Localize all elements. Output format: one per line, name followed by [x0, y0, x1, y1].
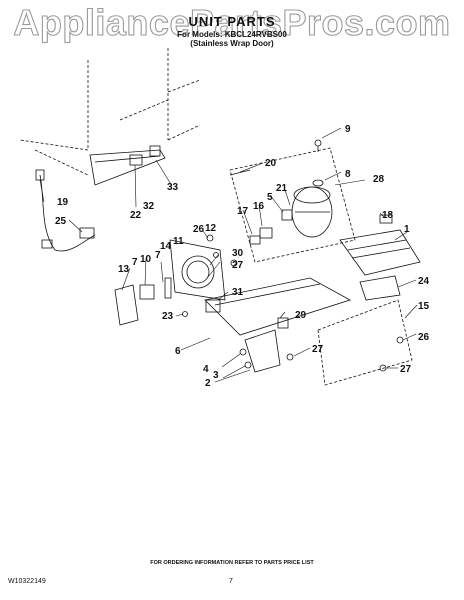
- part-29-valve: [277, 317, 289, 329]
- part-8-grommet: [312, 179, 324, 187]
- cabinet-outline: [19, 48, 201, 176]
- callout-label: 25: [55, 216, 67, 227]
- callout-label: 27: [400, 364, 412, 375]
- part-27-screws: [230, 259, 387, 372]
- callout-label: 10: [140, 254, 152, 265]
- callout-label: 2: [205, 378, 211, 389]
- part-4-screw: [239, 348, 247, 356]
- part-23-screw: [182, 311, 188, 317]
- part-18-clip: [379, 214, 393, 224]
- watermark-logo: AppliancePartsPros.com: [13, 1, 451, 43]
- part-10-fan-motor: [139, 284, 155, 300]
- ordering-note: FOR ORDERING INFORMATION REFER TO PARTS …: [150, 560, 314, 566]
- diagram-title: UNIT PARTS: [188, 14, 276, 29]
- part-13-bracket: [114, 284, 139, 326]
- callout-label: 18: [382, 210, 394, 221]
- callout-label: 20: [265, 158, 277, 169]
- part-14-fan-blade: [164, 277, 172, 299]
- part-24-pad: [359, 275, 401, 301]
- callout-label: 23: [162, 311, 174, 322]
- part-17-cover: [249, 235, 261, 245]
- part-1-condenser: [339, 229, 421, 276]
- part-16-relay: [259, 227, 273, 239]
- callout-label: 7: [155, 250, 161, 261]
- part-15-access-panel: [317, 299, 413, 386]
- part-32-connector: [129, 154, 143, 166]
- callout-label: 5: [267, 192, 273, 203]
- callout-label: 9: [345, 124, 351, 135]
- part-28-compressor-group: [229, 147, 356, 263]
- page-number: 7: [229, 578, 233, 585]
- part-33-connector: [149, 145, 161, 157]
- callout-label: 6: [175, 346, 181, 357]
- callout-label: 27: [232, 260, 244, 271]
- callout-label: 12: [205, 223, 217, 234]
- part-31-cap: [205, 299, 221, 313]
- callout-label: 4: [203, 364, 209, 375]
- callout-label: 8: [345, 169, 351, 180]
- callout-label: 27: [312, 344, 324, 355]
- model-line: For Models: KBCL24RVBS00: [177, 30, 287, 39]
- callout-label: 24: [418, 276, 430, 287]
- callout-label: 31: [232, 287, 244, 298]
- part-21-overload: [281, 209, 293, 221]
- part-19-wire-harness: [35, 169, 96, 252]
- callout-label: 3: [213, 370, 219, 381]
- callout-label: 19: [57, 197, 69, 208]
- part-20-tube: [229, 169, 251, 176]
- part-6-base-pan: [204, 277, 352, 336]
- callout-label: 21: [276, 183, 288, 194]
- callout-label: 16: [253, 201, 265, 212]
- callout-label: 22: [130, 210, 142, 221]
- callout-label: 11: [173, 236, 184, 247]
- callout-label: 32: [143, 201, 155, 212]
- part-3-screw: [244, 361, 252, 369]
- part-26b-screw: [396, 336, 404, 344]
- callout-label: 26: [193, 224, 205, 235]
- callout-label: 28: [373, 174, 385, 185]
- document-code: W10322149: [8, 578, 46, 585]
- part-26-screw: [206, 234, 214, 242]
- callout-label: 15: [418, 301, 430, 312]
- door-note: (Stainless Wrap Door): [190, 39, 274, 48]
- callout-label: 1: [404, 224, 410, 235]
- callout-label: 30: [232, 248, 244, 259]
- part-9-screw: [314, 139, 322, 152]
- callout-label: 29: [295, 310, 307, 321]
- diagram-header: UNIT PARTS For Models: KBCL24RVBS00 (Sta…: [110, 14, 354, 48]
- part-2-bracket: [244, 329, 281, 373]
- callout-label: 14: [160, 241, 172, 252]
- callout-label: 7: [132, 257, 138, 268]
- part-11-fan-shroud: [169, 239, 226, 301]
- part-22-bracket: [89, 149, 166, 186]
- callout-label: 33: [167, 182, 179, 193]
- leader-lines: [39, 127, 418, 383]
- callout-label: 17: [237, 206, 249, 217]
- callout-label: 26: [418, 332, 430, 343]
- callout-label: 13: [118, 264, 130, 275]
